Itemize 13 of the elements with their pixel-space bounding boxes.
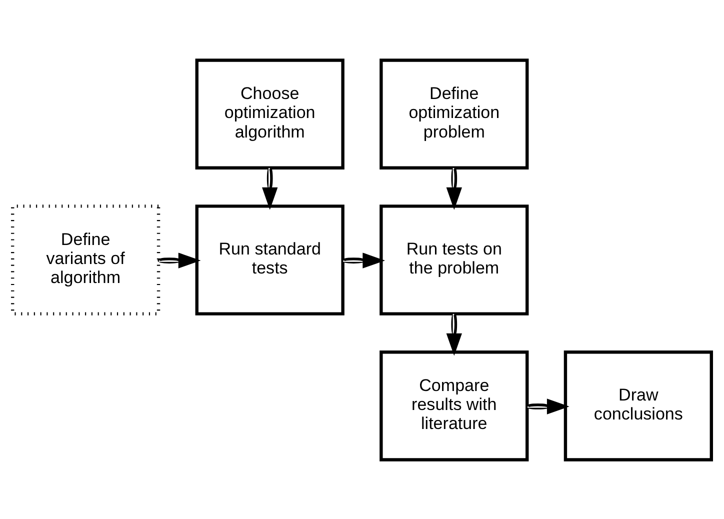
arrow xyxy=(158,252,201,268)
node-box: Define optimization problem xyxy=(380,58,529,169)
node-box: Choose optimization algorithm xyxy=(195,58,344,169)
arrow xyxy=(446,312,462,356)
node-box: Compare results with literature xyxy=(380,350,529,461)
arrow xyxy=(526,398,570,414)
arrow xyxy=(342,252,386,268)
node-box: Draw conclusions xyxy=(564,350,713,461)
node-box: Run tests on the problem xyxy=(380,204,529,315)
node-box: Run standard tests xyxy=(195,204,344,315)
arrow xyxy=(446,166,462,210)
arrow xyxy=(262,166,278,210)
node-box: Define variants of algorithm xyxy=(11,204,160,315)
